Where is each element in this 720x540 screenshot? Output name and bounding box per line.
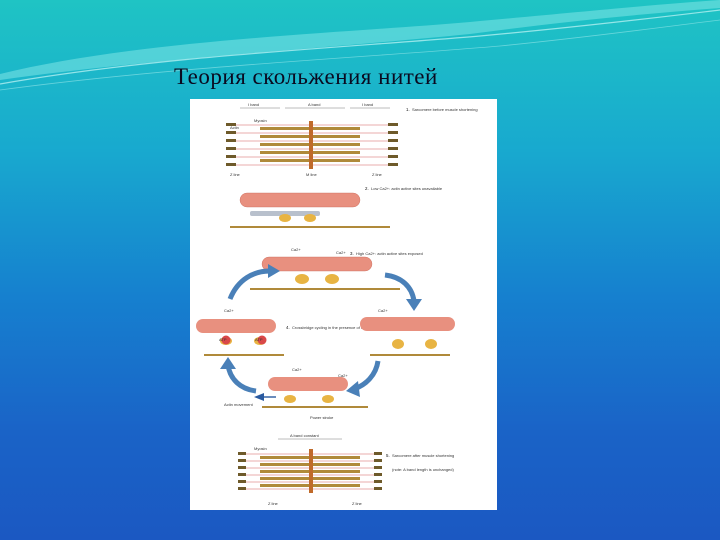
z-line-right-after (374, 452, 382, 490)
band-label-a: A band (308, 102, 320, 107)
m-line (309, 121, 313, 169)
a-band-constant-label: A band constant (290, 433, 320, 438)
step-5-number: 5. (386, 453, 390, 458)
step-4-text: Crossbridge cycling in the presence of C… (292, 325, 387, 330)
cycle-arrows (220, 264, 422, 397)
step-1-number: 1. (406, 107, 410, 112)
myosin-label: Myosin (254, 118, 267, 123)
crossbridge-right (360, 317, 455, 356)
step-3-number: 3. (350, 251, 354, 256)
sarcomere-after: A band constant Myosin (238, 433, 382, 506)
power-stroke-panel (254, 377, 368, 408)
sliding-filament-figure: I band A band I band Myosin Actin (190, 99, 497, 510)
band-label-i-right: I band (362, 102, 373, 107)
ion-label-3: Ca2+ (224, 308, 234, 313)
slide-title: Теория скольжения нитей (174, 64, 438, 89)
step-1-text: Sarcomere before muscle shortening (412, 107, 478, 112)
z-line-left-after (238, 452, 246, 490)
step-4-number: 4. (286, 325, 290, 330)
ion-label-2: Ca2+ (336, 250, 346, 255)
atp-label-2: ATP (255, 337, 263, 342)
step-2-text: Low Ca2+: actin active sites unavailable (371, 186, 443, 191)
step-5-note: (note: A band length is unchanged) (392, 467, 454, 472)
z-line-left-label-bottom: Z line (268, 501, 279, 506)
z-line-right (388, 123, 398, 166)
atp-label-1: ATP (219, 337, 227, 342)
actin-label: Actin (230, 125, 239, 130)
ion-label-5: Ca2+ (292, 367, 302, 372)
z-line-left (226, 123, 236, 166)
m-line-after (309, 449, 313, 493)
sarcomere-before: I band A band I band Myosin Actin (226, 102, 398, 177)
decorative-swoosh (0, 0, 720, 91)
z-line-left-label: Z line (230, 172, 241, 177)
sliding-filament-diagram: I band A band I band Myosin Actin (196, 102, 478, 506)
step-5-text: Sarcomere after muscle shortening (392, 453, 454, 458)
ion-label-1: Ca2+ (291, 247, 301, 252)
ion-label-4: Ca2+ (378, 308, 388, 313)
actin-low-calcium (230, 192, 390, 228)
m-line-label: M line (306, 172, 317, 177)
step-2-number: 2. (365, 186, 369, 191)
crossbridge-left (196, 319, 284, 356)
power-stroke-label: Power stroke (310, 415, 334, 420)
band-label-i-left: I band (248, 102, 259, 107)
actin-movement-label: Actin movement (224, 402, 254, 407)
actin-high-calcium (250, 256, 400, 290)
z-line-right-label: Z line (372, 172, 383, 177)
z-line-right-label-bottom: Z line (352, 501, 363, 506)
ion-label-6: Ca2+ (338, 373, 348, 378)
step-3-text: High Ca2+: actin active sites exposed (356, 251, 423, 256)
myosin-label-bottom: Myosin (254, 446, 267, 451)
